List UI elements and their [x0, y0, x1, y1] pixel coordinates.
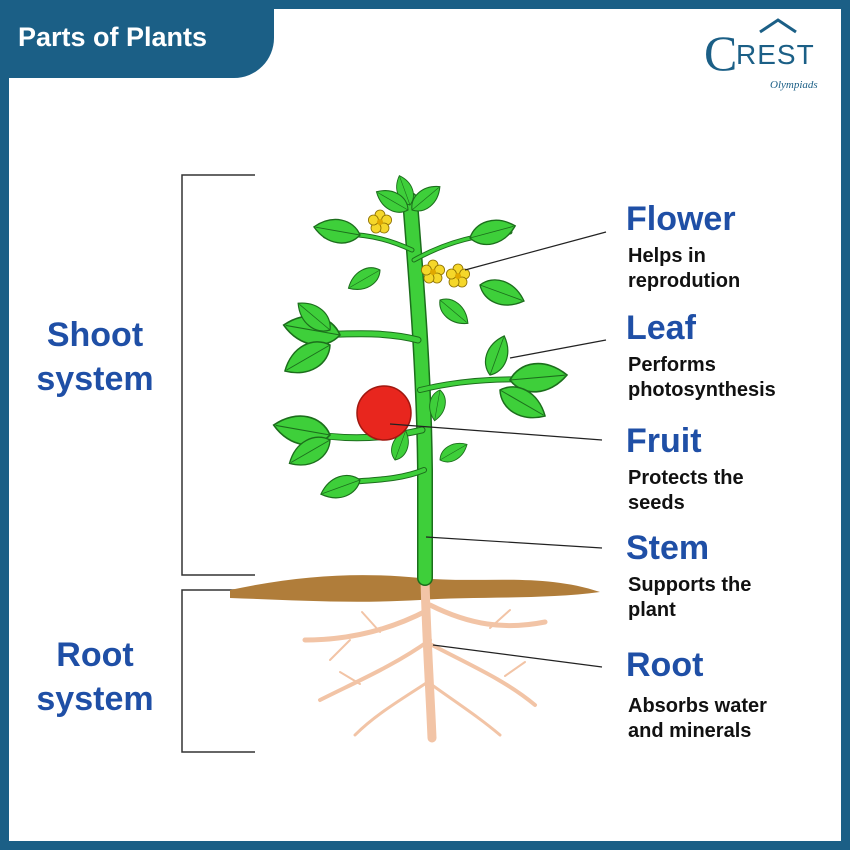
part-desc-root: Absorbs water and minerals: [628, 694, 767, 744]
part-desc-stem: Supports the plant: [628, 573, 751, 623]
root-network: [302, 573, 548, 743]
pointer-line-leaf: [509, 339, 607, 359]
part-desc-leaf: Performs photosynthesis: [628, 353, 776, 403]
logo-wordmark: REST: [736, 39, 815, 70]
root-system-line1: Root: [56, 636, 134, 674]
part-desc-fruit-line1: Protects the: [628, 467, 744, 489]
shoot-system-bracket: [181, 174, 255, 576]
logo-tagline: Olympiads: [770, 79, 818, 91]
crest-logo: C REST Olympiads: [704, 18, 818, 91]
shoot-system-line2: system: [36, 360, 154, 398]
part-title-leaf: Leaf: [626, 309, 696, 347]
part-title-flower: Flower: [626, 200, 736, 238]
title-banner: Parts of Plants: [0, 0, 274, 78]
part-desc-root-line1: Absorbs water: [628, 695, 767, 717]
part-title-root: Root: [626, 646, 704, 684]
part-desc-flower-line2: reprodution: [628, 270, 741, 292]
pointer-line-fruit: [389, 423, 603, 441]
part-desc-root-line2: and minerals: [628, 720, 752, 742]
root-system-bracket: [181, 589, 255, 753]
part-desc-stem-line1: Supports the: [628, 574, 752, 596]
part-desc-flower: Helps in reprodution: [628, 244, 740, 294]
pointer-lines: [389, 231, 607, 668]
part-desc-stem-line2: plant: [628, 599, 676, 621]
part-title-fruit: Fruit: [626, 422, 702, 460]
plant-stem: [296, 192, 543, 586]
root-system-line2: system: [36, 680, 154, 718]
shoot-system-label: Shoot system: [20, 313, 170, 401]
tomato-fruit: [356, 385, 412, 441]
logo-letter-c: C: [704, 25, 737, 81]
page-title: Parts of Plants: [18, 22, 208, 52]
pointer-line-flower: [464, 231, 607, 271]
shoot-system-line1: Shoot: [46, 316, 144, 354]
part-desc-leaf-line1: Performs: [628, 354, 716, 376]
pointer-line-root: [432, 644, 603, 668]
part-desc-fruit: Protects the seeds: [628, 466, 744, 516]
pointer-line-stem: [425, 536, 603, 549]
part-desc-flower-line1: Helps in: [628, 245, 706, 267]
part-desc-leaf-line2: photosynthesis: [628, 379, 776, 401]
root-system-label: Root system: [20, 633, 170, 721]
part-title-stem: Stem: [626, 529, 710, 567]
part-desc-fruit-line2: seeds: [628, 492, 685, 514]
logo-roof-icon: [759, 18, 797, 34]
soil-layer: [230, 575, 600, 602]
